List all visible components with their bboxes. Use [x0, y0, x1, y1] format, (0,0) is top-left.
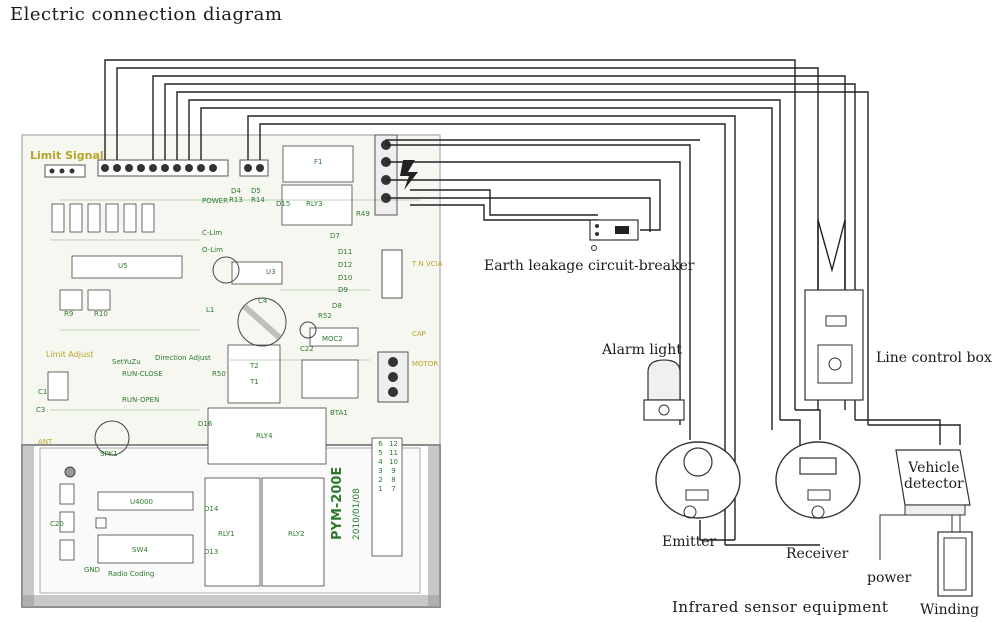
emitter-device [655, 441, 741, 519]
pcb-label-cap: CAP [412, 330, 426, 338]
pcb-label-u4000: U4000 [130, 498, 153, 506]
pcb-label-c-lim: C-Lim [202, 229, 223, 237]
pcb-model-date: 2010/01/08 [352, 488, 362, 540]
pcb-label-d11: D11 [338, 248, 353, 256]
label-receiver: Receiver [786, 546, 849, 562]
receiver-device [775, 441, 861, 519]
pcb-label-radio-coding: Radio Coding [108, 570, 155, 578]
pcb-label-d12: D12 [338, 261, 353, 269]
terminal-number: 5 [378, 449, 383, 457]
terminal-number-grid: 6 12 5 11 4 10 3 9 2 8 1 7 [374, 440, 400, 494]
terminal-number: 9 [391, 467, 396, 475]
label-infrared-sensor-equipment: Infrared sensor equipment [672, 598, 889, 616]
pcb-label-ant: ANT [38, 438, 53, 446]
wiring [104, 59, 961, 546]
pcb-components [47, 145, 403, 587]
pcb-label-d15: D15 [276, 200, 291, 208]
pcb-label-limit-adjust: Limit Adjust [46, 350, 94, 359]
pcb-label-d14: D14 [204, 505, 219, 513]
pcb-label-r49: R49 [356, 210, 370, 218]
pcb-label-d4: D4 [231, 187, 241, 195]
terminal-number: 12 [389, 440, 398, 448]
pcb-label-run-open: RUN-OPEN [122, 396, 160, 404]
pcb-label-moc2: MOC2 [322, 335, 343, 343]
pcb-label-c20: C20 [50, 520, 64, 528]
pcb-label-d10: D10 [338, 274, 353, 282]
pcb-label-r14: R14 [251, 196, 265, 204]
vehicle-detector-device [895, 449, 971, 516]
motor-terminal-block [377, 249, 409, 403]
winding-loop [879, 514, 973, 597]
pcb-capacitors [64, 256, 317, 478]
pcb-label-rly2: RLY2 [288, 530, 305, 538]
terminal-number: 2 [378, 476, 383, 484]
limit-signal-terminals [44, 159, 269, 178]
pcb-label-limit-signal: Limit Signal [30, 149, 104, 162]
pcb-label-t1: T1 [250, 378, 259, 386]
pcb-label-rly1: RLY1 [218, 530, 235, 538]
pcb-label-r13: R13 [229, 196, 243, 204]
pcb-label-u3: U3 [266, 268, 276, 276]
line-control-box-device [804, 289, 864, 401]
pcb-label-direction-adjust: Direction Adjust [155, 354, 211, 362]
pcb-label-power: POWER [202, 197, 228, 205]
pcb-label-f1: F1 [314, 158, 323, 166]
alarm-light-device [643, 359, 685, 421]
pcb-label-o-lim: O-Lim [202, 246, 223, 254]
terminal-number: 11 [389, 449, 398, 457]
earth-leakage-breaker [589, 219, 639, 251]
pcb-label-setyuzu: SetYuZu [112, 358, 141, 366]
pcb-label-d13: D13 [204, 548, 219, 556]
pcb-label-t-n-vcia: T N VCIA [412, 260, 443, 268]
pcb-label-rly4: RLY4 [256, 432, 273, 440]
terminal-number: 3 [378, 467, 383, 475]
pcb-label-d5: D5 [251, 187, 261, 195]
terminal-number: 4 [378, 458, 383, 466]
label-winding: Winding [920, 602, 980, 618]
label-power: power [867, 570, 912, 586]
pcb-label-d16: D16 [198, 420, 213, 428]
pcb-label-d8: D8 [332, 302, 342, 310]
pcb-label-c4: C4 [258, 297, 268, 305]
pcb-label-r9: R9 [64, 310, 74, 318]
pcb-label-motor: MOTOR [412, 360, 439, 368]
pcb-label-r52: R52 [318, 312, 332, 320]
pcb-label-l1: L1 [206, 306, 215, 314]
label-emitter: Emitter [662, 534, 717, 550]
pcb-label-c3: C3 [36, 406, 46, 414]
label-earth-leakage-breaker: Earth leakage circuit-breaker [484, 258, 695, 274]
pcb-label-t2: T2 [250, 362, 259, 370]
pcb-label-run-close: RUN-CLOSE [122, 370, 163, 378]
pcb-label-r10: R10 [94, 310, 108, 318]
pcb-label-spk1: SPK1 [100, 450, 118, 458]
terminal-number: 8 [391, 476, 396, 484]
pcb-label-bta1: BTA1 [330, 409, 348, 417]
pcb-label-gnd: GND [84, 566, 101, 574]
label-alarm-light: Alarm light [602, 342, 682, 358]
label-line-control-box: Line control box [876, 350, 992, 366]
terminal-number: 10 [389, 458, 398, 466]
pcb-label-c1: C1 [38, 388, 48, 396]
pcb-traces [50, 199, 420, 411]
pcb-label-sw4: SW4 [132, 546, 148, 554]
pcb-label-r50: R50 [212, 370, 226, 378]
terminal-number: 1 [378, 485, 383, 493]
pcb-label-u5: U5 [118, 262, 128, 270]
pcb-label-c22: C22 [300, 345, 314, 353]
label-vehicle-detector: Vehicle detector [904, 460, 964, 492]
diagram-title: Electric connection diagram [10, 4, 283, 25]
pcb-label-rly3: RLY3 [306, 200, 323, 208]
pcb-model-name: PYM-200E [330, 466, 345, 540]
terminal-number: 7 [391, 485, 396, 493]
pcb-label-d9: D9 [338, 286, 348, 294]
pcb-label-d7: D7 [330, 232, 340, 240]
terminal-number: 6 [378, 440, 383, 448]
